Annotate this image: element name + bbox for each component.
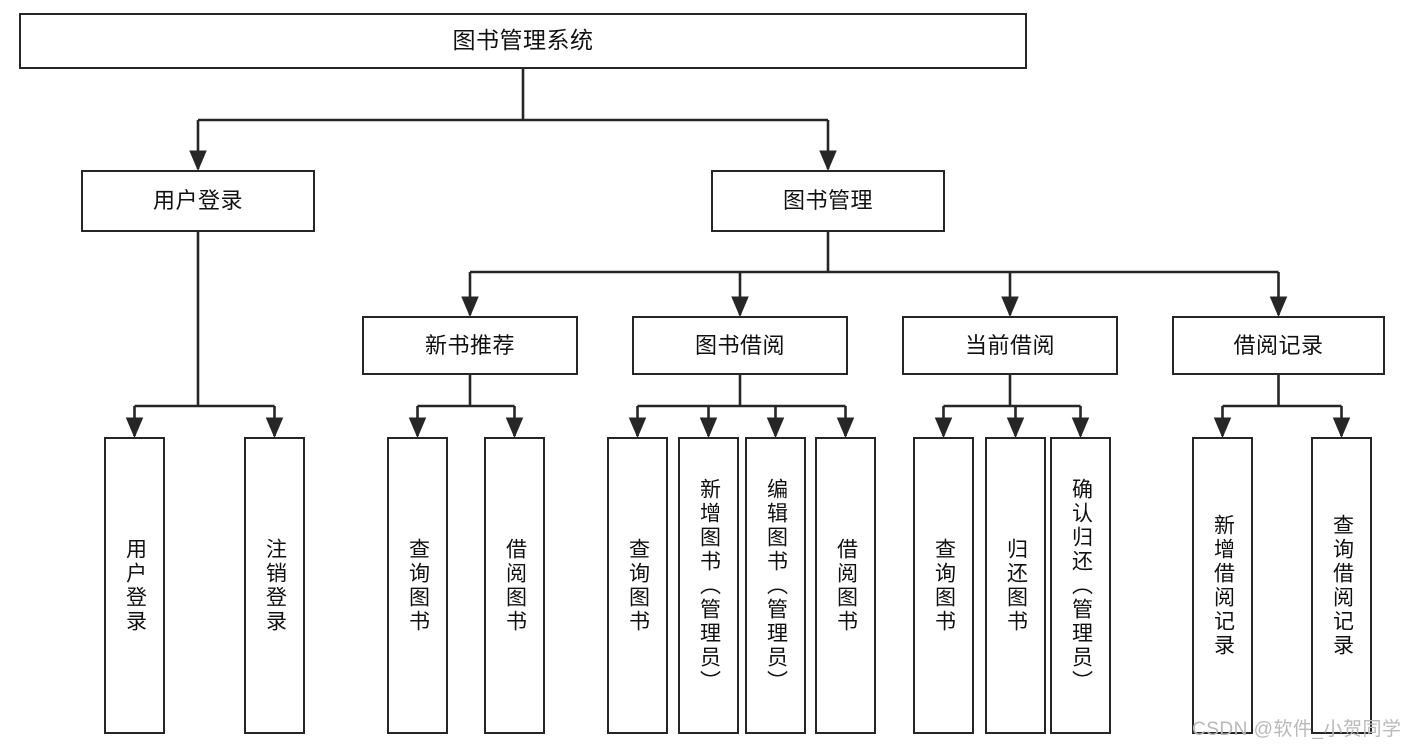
node-l-login-2[interactable]: 注销登录: [244, 437, 305, 734]
node-borrow[interactable]: 图书借阅: [632, 316, 848, 375]
node-label: 借阅记录: [1233, 332, 1324, 358]
node-label: 查询图书: [932, 537, 956, 634]
node-l-bor-3[interactable]: 编辑图书（管理员）: [745, 437, 806, 734]
node-l-cur-2[interactable]: 归还图书: [985, 437, 1046, 734]
node-login[interactable]: 用户登录: [81, 170, 315, 232]
node-l-bor-2[interactable]: 新增图书（管理员）: [678, 437, 739, 734]
node-l-bor-1[interactable]: 查询图书: [607, 437, 668, 734]
edges-group: [125, 69, 1351, 439]
node-label: 新增图书（管理员）: [697, 477, 721, 694]
node-current[interactable]: 当前借阅: [902, 316, 1118, 375]
node-l-cur-1[interactable]: 查询图书: [913, 437, 974, 734]
node-label: 注销登录: [263, 537, 287, 634]
node-root[interactable]: 图书管理系统: [19, 13, 1027, 69]
node-label: 借阅图书: [834, 537, 858, 634]
node-l-rec-2[interactable]: 查询借阅记录: [1311, 437, 1372, 734]
node-label: 新书推荐: [424, 332, 515, 358]
node-label: 图书管理: [782, 188, 873, 214]
node-label: 查询图书: [626, 537, 650, 634]
csdn-watermark: CSDN @软件_小贺同学: [1192, 719, 1402, 740]
node-l-login-1[interactable]: 用户登录: [104, 437, 165, 734]
node-l-new-1[interactable]: 查询图书: [387, 437, 448, 734]
node-label: 归还图书: [1004, 537, 1028, 634]
node-label: 借阅图书: [503, 537, 527, 634]
node-label: 图书借阅: [694, 332, 785, 358]
node-newbook[interactable]: 新书推荐: [362, 316, 578, 375]
node-label: 查询借阅记录: [1330, 513, 1354, 658]
node-l-cur-3[interactable]: 确认归还（管理员）: [1050, 437, 1111, 734]
node-l-new-2[interactable]: 借阅图书: [484, 437, 545, 734]
node-label: 查询图书: [406, 537, 430, 634]
node-label: 编辑图书（管理员）: [764, 477, 788, 694]
node-label: 用户登录: [152, 188, 243, 214]
node-l-bor-4[interactable]: 借阅图书: [815, 437, 876, 734]
node-label: 新增借阅记录: [1211, 513, 1235, 658]
node-records[interactable]: 借阅记录: [1172, 316, 1385, 375]
node-label: 确认归还（管理员）: [1069, 477, 1093, 694]
node-label: 用户登录: [123, 537, 147, 634]
node-l-rec-1[interactable]: 新增借阅记录: [1192, 437, 1253, 734]
node-label: 图书管理系统: [452, 27, 594, 54]
node-label: 当前借阅: [964, 332, 1055, 358]
node-bookmgmt[interactable]: 图书管理: [711, 170, 945, 232]
